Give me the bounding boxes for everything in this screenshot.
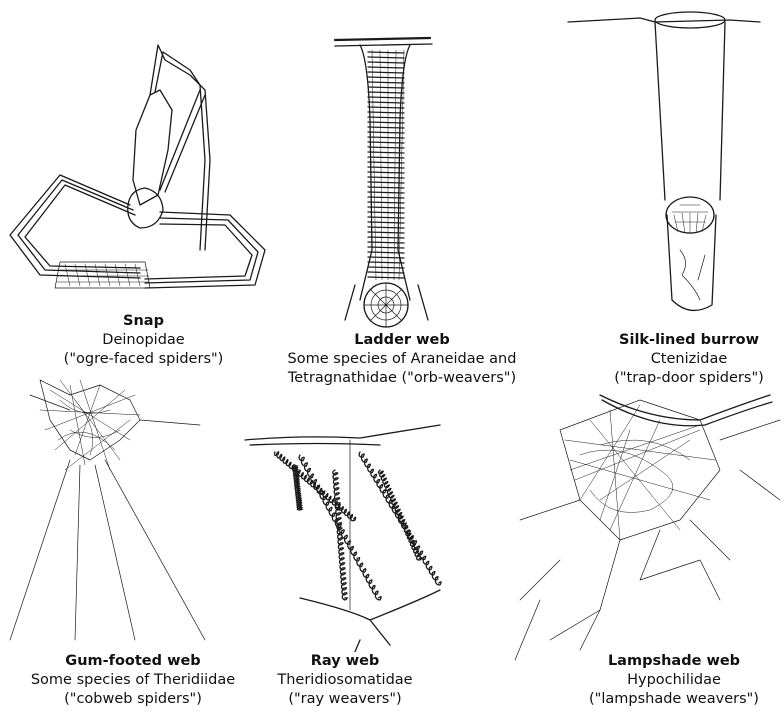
lampshade-web-common-name: ("lampshade weavers") [589,691,759,707]
ray-web-title: Ray web [310,653,380,669]
ray-web-drawing [244,424,442,676]
ladder-web-caption: Ladder web Some species of Araneidae and… [278,331,526,388]
snap-family: Deinopidae [102,332,185,348]
lampshade-web-family: Hypochilidae [627,672,721,688]
snap-caption: Snap Deinopidae ("ogre-faced spiders") [52,312,235,369]
snap-drawing [9,44,266,289]
ladder-web-family: Some species of Araneidae and [287,351,517,367]
ladder-web-drawing [333,36,433,328]
gum-footed-web-common-name: ("cobweb spiders") [64,691,202,707]
lampshade-web-drawing [514,394,781,661]
gum-footed-web-title: Gum-footed web [65,653,201,669]
ladder-web-common-name: Tetragnathidae ("orb-weavers") [287,370,517,386]
gum-footed-web-caption: Gum-footed web Some species of Theridiid… [18,652,248,709]
silk-burrow-title: Silk-lined burrow [619,332,759,348]
lampshade-web-title: Lampshade web [607,653,741,669]
gum-footed-web-drawing [9,379,206,641]
silk-burrow-family: Ctenizidae [650,351,728,367]
ray-web-caption: Ray web Theridiosomatidae ("ray weavers"… [262,652,428,709]
ladder-web-title: Ladder web [354,332,450,348]
lampshade-web-caption: Lampshade web Hypochilidae ("lampshade w… [580,652,768,709]
silk-burrow-common-name: ("trap-door spiders") [614,370,764,386]
gum-footed-web-family: Some species of Theridiidae [30,672,236,688]
silk-burrow-drawing [567,11,761,312]
ray-web-common-name: ("ray weavers") [288,691,402,707]
snap-common-name: ("ogre-faced spiders") [63,351,224,367]
snap-title: Snap [123,313,164,329]
silk-burrow-caption: Silk-lined burrow Ctenizidae ("trap-door… [600,331,778,388]
ray-web-family: Theridiosomatidae [277,672,413,688]
